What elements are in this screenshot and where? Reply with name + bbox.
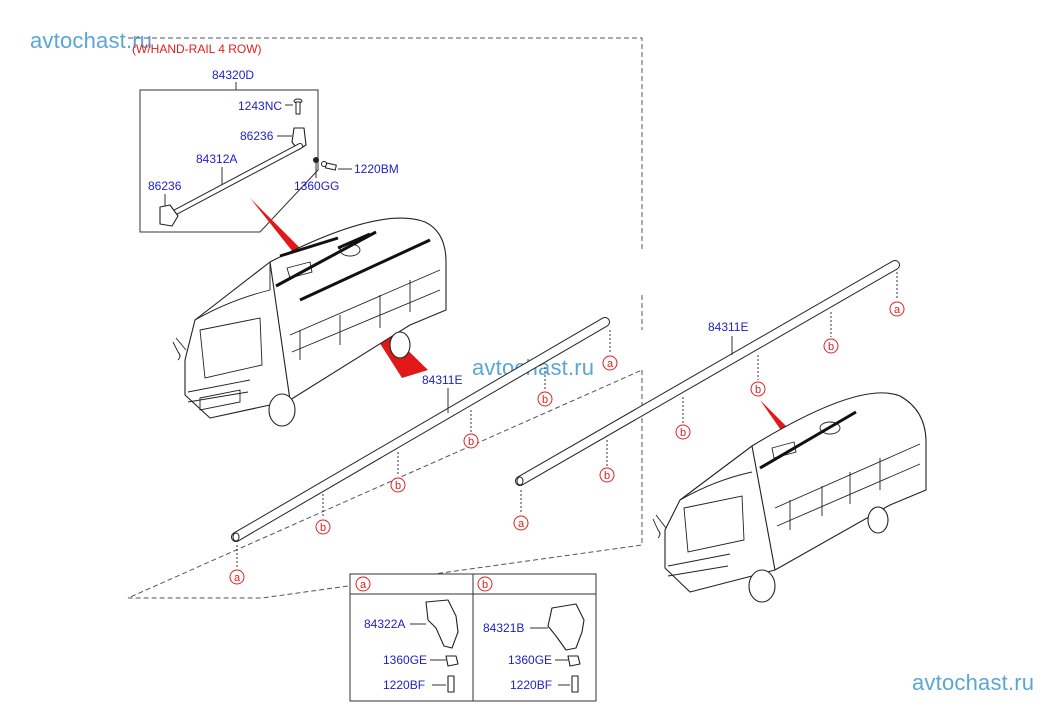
detail-b-bracket-label: 84321B [483, 621, 524, 635]
bolt-1220BF-icon [447, 675, 455, 693]
part-86236-top-label: 86236 [240, 129, 274, 143]
marker-b: b [315, 494, 331, 535]
svg-text:b: b [828, 341, 834, 353]
handrail-84312A-icon [169, 143, 303, 217]
part-1243NC-label: 1243NC [238, 99, 282, 113]
svg-text:a: a [607, 358, 614, 370]
part-1360GG-label: 1360GG [294, 179, 339, 193]
svg-text:b: b [604, 470, 610, 482]
minibus-right-icon [652, 392, 927, 603]
detail-a-tag [355, 576, 371, 592]
detail-a-tag-text: a [360, 579, 367, 591]
bolt-1220BM-icon [321, 161, 337, 171]
detail-a-bracket-label: 84322A [364, 617, 405, 631]
detail-b-bolt-label: 1220BF [510, 678, 552, 692]
nut-1360GE-b-icon [567, 655, 581, 667]
group-dashed-border [127, 37, 643, 599]
svg-text:b: b [542, 394, 548, 406]
nut-1360GE-icon [445, 655, 459, 667]
svg-text:a: a [894, 304, 901, 316]
detail-a-bolt-label: 1220BF [383, 678, 425, 692]
roof-rail-84311E-left-icon [231, 317, 610, 542]
screw-1243NC-icon [293, 98, 303, 115]
part-84311E-right-label: 84311E [708, 320, 748, 334]
bracket-84321B-icon [547, 603, 585, 651]
part-84320D-label: 84320D [212, 68, 254, 82]
svg-text:a: a [234, 572, 241, 584]
marker-a: a [229, 545, 245, 585]
marker-b: b [750, 355, 766, 397]
marker-b: b [390, 452, 406, 493]
bracket-84322A-icon [425, 599, 459, 649]
group-caption: (W/HAND-RAIL 4 ROW) [132, 42, 262, 56]
roof-rail-84311E-right-icon [515, 260, 900, 486]
marker-b: b [599, 440, 615, 483]
marker-b: b [823, 312, 839, 354]
assembly-box-84320D [139, 89, 319, 233]
svg-text:b: b [395, 480, 401, 492]
callout-pointer-top [250, 198, 300, 252]
svg-text:b: b [755, 384, 761, 396]
detail-a-nut-label: 1360GE [383, 653, 427, 667]
nut-1360GG-icon [313, 157, 319, 163]
rail-bracket-left-icon [159, 204, 179, 227]
marker-a: a [602, 330, 618, 371]
marker-b: b [463, 410, 479, 449]
detail-b-tag-text: b [482, 579, 488, 591]
detail-table: a b 84322A 1360GE 1220BF 84321B 1360GE 1… [349, 573, 597, 702]
part-1220BM-label: 1220BM [354, 162, 399, 176]
marker-a: a [889, 272, 905, 317]
marker-b: b [675, 397, 691, 440]
marker-a: a [513, 490, 529, 531]
svg-text:b: b [320, 522, 326, 534]
marker-b: b [537, 367, 553, 407]
detail-b-nut-label: 1360GE [508, 653, 552, 667]
bolt-1220BF-b-icon [571, 675, 579, 693]
watermark-bottom-right: avtochast.ru [912, 670, 1035, 695]
part-84311E-left-label: 84311E [422, 373, 462, 387]
svg-text:b: b [680, 427, 686, 439]
svg-text:b: b [468, 436, 474, 448]
svg-text:a: a [518, 518, 525, 530]
part-86236-left-label: 86236 [148, 179, 182, 193]
mount-markers: a b b b b [229, 272, 905, 585]
minibus-left-icon [172, 217, 447, 427]
part-84312A-label: 84312A [196, 152, 237, 166]
watermark-top-left: avtochast.ru [30, 28, 153, 53]
detail-b-tag [477, 576, 493, 592]
